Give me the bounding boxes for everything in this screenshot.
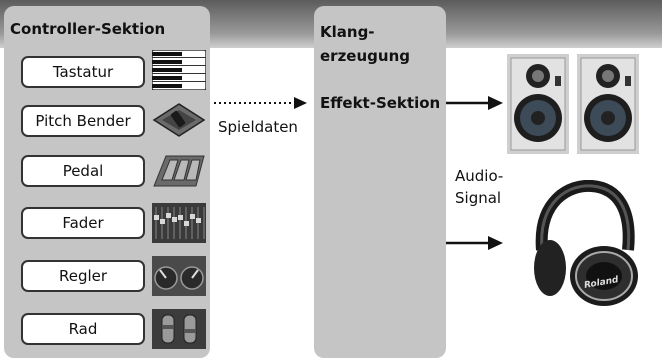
headphones-image: Roland [520,180,642,308]
controller-box-label: Fader [62,214,104,232]
controller-box-label: Tastatur [52,63,114,81]
audio-signal-label: Audio- Signal [455,167,504,207]
wheel-icon [152,309,206,349]
keyboard-icon [152,50,206,90]
controller-box-label: Rad [68,320,98,338]
controller-box-label: Pedal [62,162,104,180]
sound-generator-panel: Klang- erzeugung Effekt-Sektion [314,6,446,358]
controller-box-fader: Fader [21,207,145,239]
controller-box-knob: Regler [21,260,145,292]
pitch-bender-icon [152,100,206,140]
play-data-arrow [212,96,308,110]
controller-box-label: Pitch Bender [35,112,131,130]
sound-generator-title: Klang- erzeugung [320,23,410,65]
knob-icon [152,256,206,296]
fader-icon [152,203,206,243]
pedal-icon [152,150,206,190]
controller-box-wheel: Rad [21,313,145,345]
controller-box-pitch-bender: Pitch Bender [21,105,145,137]
speakers-image [507,52,639,156]
effects-section-title: Effekt-Sektion [320,94,441,112]
controller-box-label: Regler [58,267,108,285]
audio-arrow-speakers [446,96,504,110]
play-data-label: Spieldaten [218,118,298,136]
audio-arrow-headphones [446,236,504,250]
controller-box-pedal: Pedal [21,155,145,187]
controller-section-title: Controller-Sektion [10,20,166,38]
controller-box-keyboard: Tastatur [21,56,145,88]
